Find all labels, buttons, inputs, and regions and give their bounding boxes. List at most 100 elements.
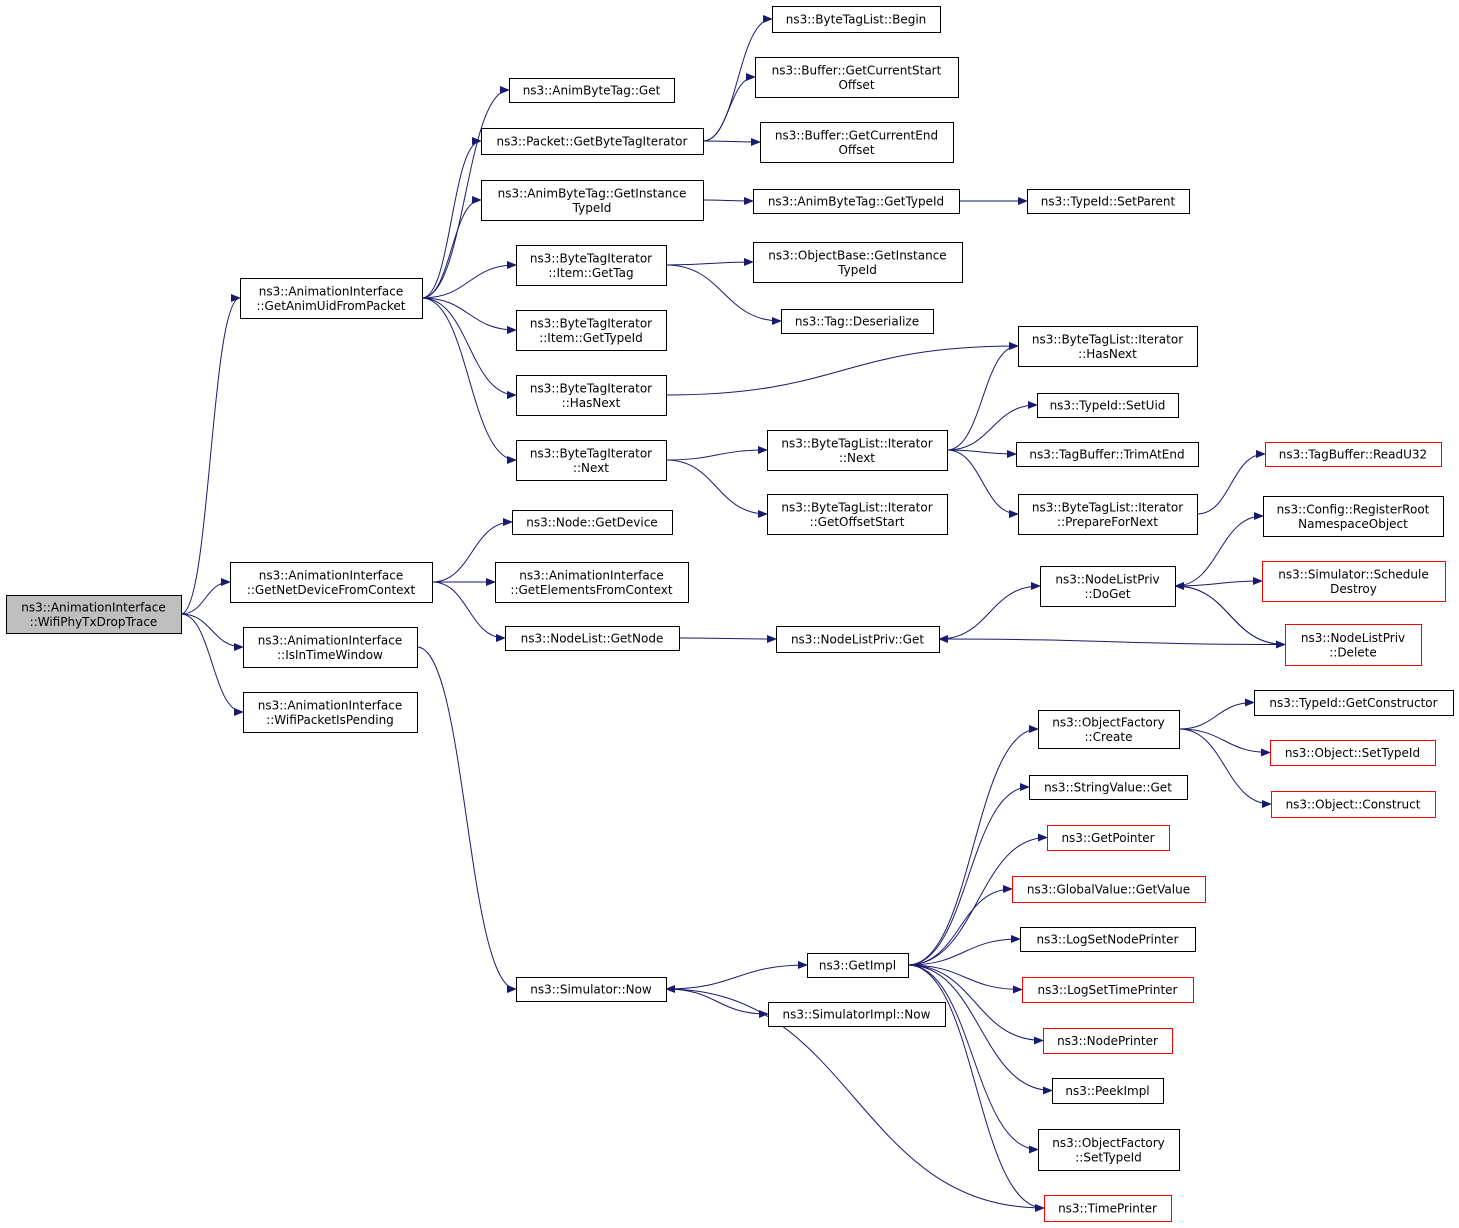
node-box [1038,1129,1180,1171]
graph-node-getNetDev[interactable]: ns3::AnimationInterface::GetNetDeviceFro… [230,562,433,603]
node-box [509,78,675,103]
node-label: ::HasNext [562,396,621,410]
graph-node-animTagGet[interactable]: ns3::AnimByteTag::Get [509,78,675,103]
node-label: ::WifiPacketIsPending [266,713,394,727]
edge-getImpl-to-objFactCreate [907,725,1039,966]
graph-node-btiItemGetTag[interactable]: ns3::ByteTagIterator::Item::GetTag [516,245,667,286]
node-label: ns3::SimulatorImpl::Now [783,1008,931,1022]
graph-node-getImpl[interactable]: ns3::GetImpl [807,953,909,978]
node-box [1029,775,1188,800]
node-label: ::PrepareForNext [1057,515,1158,529]
graph-node-btiHasNext[interactable]: ns3::ByteTagIterator::HasNext [516,375,667,416]
node-label: ::GetOffsetStart [810,515,905,529]
graph-node-objConstruct[interactable]: ns3::Object::Construct [1271,791,1436,818]
graph-node-tagBufTrim[interactable]: ns3::TagBuffer::TrimAtEnd [1016,442,1199,467]
graph-node-nlpGet[interactable]: ns3::NodeListPriv::Get [776,626,940,653]
graph-node-tagBufRead[interactable]: ns3::TagBuffer::ReadU32 [1265,442,1442,467]
edge-getNetDev-to-nodeListGetNode [431,581,506,642]
graph-node-getByteTagIter[interactable]: ns3::Packet::GetByteTagIterator [481,128,704,155]
graph-node-nlpDoGet[interactable]: ns3::NodeListPriv::DoGet [1040,566,1176,607]
graph-node-objFactSetType[interactable]: ns3::ObjectFactory::SetTypeId [1038,1129,1180,1171]
graph-node-wifiPending[interactable]: ns3::AnimationInterface::WifiPacketIsPen… [243,692,418,733]
node-box [1027,189,1190,214]
node-label: ns3::ObjectFactory [1052,1136,1165,1150]
node-label: TypeId [572,201,612,215]
node-label: ::Next [839,451,875,465]
node-label: ::GetNetDeviceFromContext [247,583,416,597]
node-label: ns3::AnimationInterface [258,633,402,647]
node-box [481,180,704,221]
graph-node-logSetTime[interactable]: ns3::LogSetTimePrinter [1022,977,1194,1003]
graph-node-typeIdSetUid[interactable]: ns3::TypeId::SetUid [1037,393,1179,418]
graph-node-objFactCreate[interactable]: ns3::ObjectFactory::Create [1038,710,1180,749]
edge-btlIterNext-to-btlIterHasNext [946,342,1019,451]
edge-getByteTagIter-to-bufStart [702,73,756,142]
graph-node-nodeListGetNode[interactable]: ns3::NodeList::GetNode [505,626,680,651]
graph-node-peekImpl[interactable]: ns3::PeekImpl [1052,1078,1164,1104]
graph-node-btlBegin[interactable]: ns3::ByteTagList::Begin [772,6,941,33]
node-label: ns3::AnimByteTag::Get [523,84,661,98]
graph-node-root[interactable]: ns3::AnimationInterface::WifiPhyTxDropTr… [6,595,182,634]
node-label: ns3::ByteTagList::Iterator [781,436,932,450]
node-box [1285,624,1422,666]
edge-btlIterNext-to-typeIdSetUid [946,401,1038,451]
graph-node-btlIterPrep[interactable]: ns3::ByteTagList::Iterator::PrepareForNe… [1018,494,1198,535]
node-label: ::Delete [1329,645,1377,659]
graph-node-getAnimUid[interactable]: ns3::AnimationInterface::GetAnimUidFromP… [240,278,423,319]
graph-node-logSetNode[interactable]: ns3::LogSetNodePrinter [1020,927,1196,952]
node-box [516,245,667,286]
graph-node-btiItemGetTypeId[interactable]: ns3::ByteTagIterator::Item::GetTypeId [516,310,667,351]
edge-nodeListGetNode-to-nlpGet [678,634,777,643]
node-box [240,278,423,319]
graph-node-getElements[interactable]: ns3::AnimationInterface::GetElementsFrom… [495,562,689,603]
graph-node-strValGet[interactable]: ns3::StringValue::Get [1029,775,1188,800]
node-label: ::SetTypeId [1075,1150,1142,1164]
node-label: ns3::AnimationInterface [258,698,402,712]
graph-node-nodeGetDevice[interactable]: ns3::Node::GetDevice [512,510,673,535]
node-box [1012,876,1206,903]
node-label: ::HasNext [1078,347,1137,361]
node-box [495,562,689,603]
graph-node-animTagGetTypeId[interactable]: ns3::AnimByteTag::GetTypeId [753,189,960,214]
graph-node-tagDeser[interactable]: ns3::Tag::Deserialize [781,309,934,334]
edge-objFactCreate-to-typeIdGetCtor [1178,698,1255,730]
graph-node-nodePrinter[interactable]: ns3::NodePrinter [1043,1028,1173,1054]
node-label: ns3::Config::RegisterRoot [1277,502,1430,516]
graph-node-globalValGet[interactable]: ns3::GlobalValue::GetValue [1012,876,1206,903]
graph-node-getPointer[interactable]: ns3::GetPointer [1047,825,1170,851]
graph-node-simImplNow[interactable]: ns3::SimulatorImpl::Now [768,1002,946,1027]
node-label: ns3::ByteTagList::Begin [786,13,927,27]
edge-objFactCreate-to-objConstruct [1178,728,1272,808]
graph-node-timePrinter[interactable]: ns3::TimePrinter [1044,1195,1172,1222]
node-label: ns3::Buffer::GetCurrentStart [772,63,942,77]
graph-node-simNow[interactable]: ns3::Simulator::Now [516,977,667,1002]
node-label: Offset [838,143,874,157]
edge-getAnimUid-to-animTagGetInst [421,196,482,299]
graph-node-typeIdGetCtor[interactable]: ns3::TypeId::GetConstructor [1254,690,1454,716]
node-label: ::WifiPhyTxDropTrace [30,615,158,629]
node-label: ns3::AnimationInterface [259,284,403,298]
edge-btlIterNext-to-tagBufTrim [946,449,1017,458]
graph-node-nlpDelete[interactable]: ns3::NodeListPriv::Delete [1285,624,1422,666]
node-box [767,494,948,535]
graph-node-btiNext[interactable]: ns3::ByteTagIterator::Next [516,440,667,481]
graph-node-btlIterGetOff[interactable]: ns3::ByteTagList::Iterator::GetOffsetSta… [767,494,948,535]
node-box [1016,442,1199,467]
graph-node-isInTime[interactable]: ns3::AnimationInterface::IsInTimeWindow [243,627,418,668]
graph-node-btlIterNext[interactable]: ns3::ByteTagList::Iterator::Next [767,430,948,471]
graph-node-btlIterHasNext[interactable]: ns3::ByteTagList::Iterator::HasNext [1018,326,1198,367]
node-box [1043,1028,1173,1054]
node-box [505,626,680,651]
graph-node-objSetTypeId[interactable]: ns3::Object::SetTypeId [1270,740,1436,766]
graph-node-typeIdSetParent[interactable]: ns3::TypeId::SetParent [1027,189,1190,214]
nodes-layer: ns3::AnimationInterface::WifiPhyTxDropTr… [6,6,1454,1222]
node-label: ns3::TypeId::SetParent [1041,195,1176,209]
node-box [807,953,909,978]
edge-nlpDelete-to-nlpGet [938,635,1286,645]
